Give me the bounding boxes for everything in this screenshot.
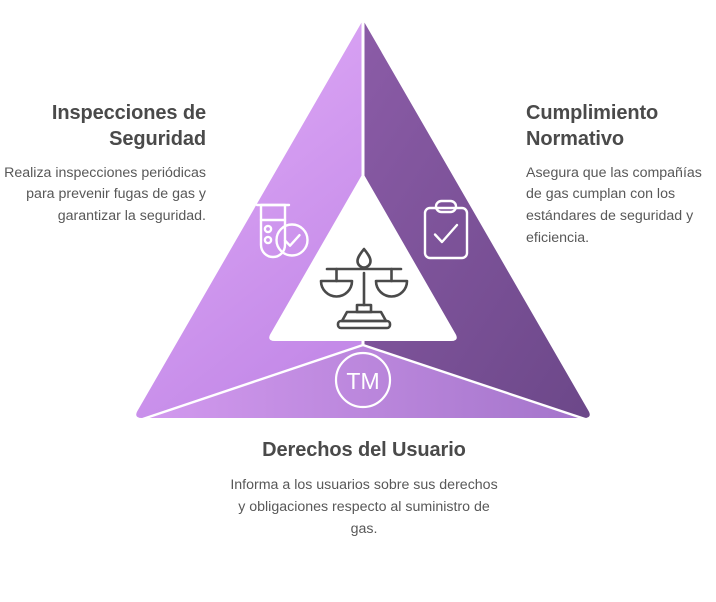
tm-circle-label: TM (346, 368, 379, 394)
tm-circle-icon: TM (334, 351, 392, 409)
section-body-cumplimiento: Asegura que las compañías de gas cumplan… (526, 164, 702, 246)
section-title-cumplimiento: Cumplimiento Normativo (526, 102, 659, 151)
section-body-derechos: Informa a los usuarios sobre sus derecho… (230, 477, 498, 537)
section-title-derechos: Derechos del Usuario (262, 439, 466, 461)
section-inspecciones-seguridad: Inspecciones de Seguridad Realiza inspec… (0, 100, 206, 228)
clipboard-check-icon (423, 199, 469, 260)
divider-left-bottom (136, 343, 364, 418)
section-title-inspecciones: Inspecciones de Seguridad (51, 102, 206, 151)
balance-scales-icon (319, 247, 409, 330)
section-derechos-usuario: Derechos del Usuario Informa a los usuar… (228, 437, 500, 540)
section-cumplimiento-normativo: Cumplimiento Normativo Asegura que las c… (526, 100, 716, 249)
gas-test-tube-check-icon (255, 203, 309, 259)
panel-derechos[interactable] (128, 345, 600, 424)
section-body-inspecciones: Realiza inspecciones periódicas para pre… (4, 164, 206, 224)
divider-right-bottom (362, 343, 590, 418)
